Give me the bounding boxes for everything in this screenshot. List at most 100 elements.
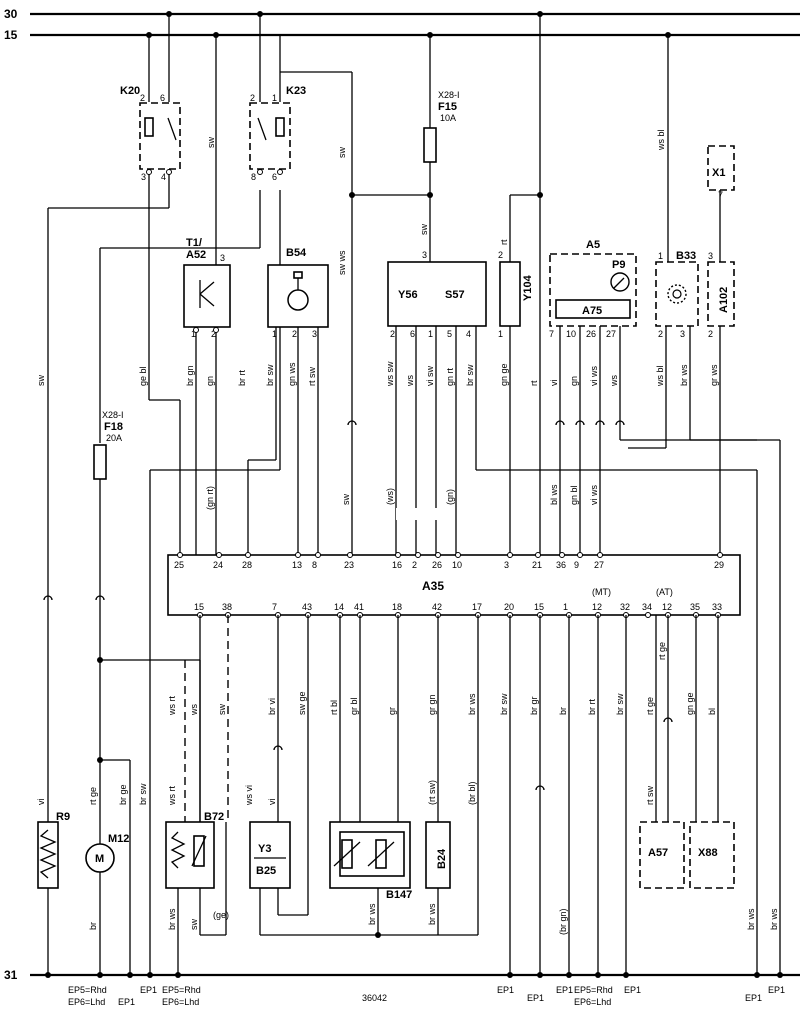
a35-top-pin-12: 36 — [556, 560, 566, 570]
component-b33: B33 1 2 3 — [628, 35, 781, 975]
wc-20: gn ge — [499, 363, 509, 386]
a35-bottom-pin-3: 43 — [302, 602, 312, 612]
a35-top-pin-terminal-1 — [216, 552, 222, 558]
wc-58: br sw — [138, 783, 148, 805]
y56-pin-5: 5 — [447, 329, 452, 339]
y56-pin-2: 2 — [390, 329, 395, 339]
wc-42: gr bl — [349, 697, 359, 715]
wc-1: sw — [206, 137, 216, 149]
b72-label: B72 — [204, 811, 224, 823]
wire-color-labels: sw sw ws bl sw sw ws rt sw ge bl br gn g… — [36, 129, 779, 935]
b54-pin-2: 2 — [292, 329, 297, 339]
r9-label: R9 — [56, 811, 70, 823]
wc-49: br rt — [587, 699, 597, 716]
wc-50: br sw — [615, 693, 625, 715]
a35-top-pin-15: 29 — [714, 560, 724, 570]
b54-label: B54 — [286, 247, 307, 259]
rail-30-label: 30 — [4, 7, 18, 21]
a35-bottom-pin-16: 35 — [690, 602, 700, 612]
gnd-ep5-3: EP5=Rhd — [574, 985, 613, 995]
b25-label: B25 — [256, 865, 276, 877]
a35-top-pin-terminal-10 — [507, 552, 513, 558]
a35-bottom-pin-8: 17 — [472, 602, 482, 612]
gnd-ep1-h: EP1 — [768, 985, 785, 995]
wc-16: ws — [405, 375, 415, 387]
component-b147: B147 — [329, 821, 412, 901]
wc-51: rt ge — [645, 697, 655, 715]
k20-pin-4: 4 — [161, 172, 166, 182]
wc-52: rt ge — [657, 642, 667, 660]
y104-pin-2: 2 — [498, 250, 503, 260]
wc-37: ws — [189, 704, 199, 716]
wc-28: gr ws — [709, 364, 719, 386]
wc-35: vi ws — [589, 485, 599, 505]
a35-label: A35 — [422, 579, 444, 593]
wc-43: gr — [387, 707, 397, 715]
a35-bottom-pin-2: 7 — [272, 602, 277, 612]
gnd-ep1-g: EP1 — [745, 993, 762, 1003]
fuse-f18: X28-I F18 20A — [93, 410, 201, 822]
gnd-ep5-2: EP5=Rhd — [162, 985, 201, 995]
component-b24: B24 — [425, 821, 451, 889]
a35-bottom-pin-1: 38 — [222, 602, 232, 612]
a35-bottom-pin-13: 32 — [620, 602, 630, 612]
b33-pin-1: 1 — [658, 251, 663, 261]
a35-top-pin-1: 24 — [213, 560, 223, 570]
component-r9: R9 — [37, 811, 70, 889]
a35-top-pin-4: 8 — [312, 560, 317, 570]
a5-pin-27: 27 — [606, 329, 616, 339]
wc-73: br ws — [769, 908, 779, 930]
k23-pin-1: 1 — [272, 93, 277, 103]
wc-59: ws rt — [167, 786, 177, 806]
wc-40: sw ge — [297, 691, 307, 715]
wc-14: rt sw — [307, 367, 317, 386]
component-m12: M M12 — [85, 822, 129, 888]
a35-bottom-pin-terminal-14 — [645, 612, 651, 618]
k23-label: K23 — [286, 85, 306, 97]
a57-label: A57 — [648, 847, 668, 859]
b33-label: B33 — [676, 250, 696, 262]
a35-top-pin-9: 10 — [452, 560, 462, 570]
wc-18: gn rt — [445, 367, 455, 386]
a35-note-mt: (MT) — [592, 587, 611, 597]
a35-top-pin-13: 9 — [574, 560, 579, 570]
a35-bottom-pin-10: 15 — [534, 602, 544, 612]
wc-17: vi sw — [425, 366, 435, 387]
wc-45: br ws — [467, 693, 477, 715]
wc-36: ws rt — [167, 696, 177, 716]
wc-46: br sw — [499, 693, 509, 715]
relay-k23: K23 2 1 8 6 — [249, 14, 353, 195]
wc-10: gn — [205, 376, 215, 386]
wc-72: br ws — [746, 908, 756, 930]
component-t1-a52: T1/ A52 3 1 2 — [183, 237, 231, 555]
wc-70: br ws — [427, 903, 437, 925]
relay-k20: K20 2 6 3 4 — [120, 14, 181, 190]
relay-output-wires — [47, 35, 281, 975]
x88-label: X88 — [698, 847, 718, 859]
wc-15: ws sw — [385, 361, 395, 387]
gnd-ep1-e: EP1 — [556, 985, 573, 995]
a35-top-pin-terminal-4 — [315, 552, 321, 558]
a5-pin-7: 7 — [549, 329, 554, 339]
wc-34: gn bl — [569, 485, 579, 505]
b24-label: B24 — [436, 848, 448, 869]
k23-pin-6: 6 — [272, 172, 277, 182]
a35-top-pin-14: 27 — [594, 560, 604, 570]
wc-6: rt — [499, 239, 509, 245]
a75-label: A75 — [582, 305, 602, 317]
a35-bottom-pin-12: 12 — [592, 602, 602, 612]
a35-bottom-pin-11: 1 — [563, 602, 568, 612]
s57-label: S57 — [445, 289, 465, 301]
f18-block: X28-I — [102, 410, 124, 420]
x1-label: X1 — [712, 167, 725, 179]
a35-top-pin-terminal-14 — [597, 552, 603, 558]
crossover-hops — [43, 420, 673, 791]
wc-68: (ge) — [213, 910, 229, 920]
y56-label: Y56 — [398, 289, 418, 301]
wc-19: br sw — [465, 364, 475, 386]
wc-22: vi — [549, 380, 559, 387]
a35-top-pin-terminal-2 — [245, 552, 251, 558]
rail-15-label: 15 — [4, 28, 18, 42]
